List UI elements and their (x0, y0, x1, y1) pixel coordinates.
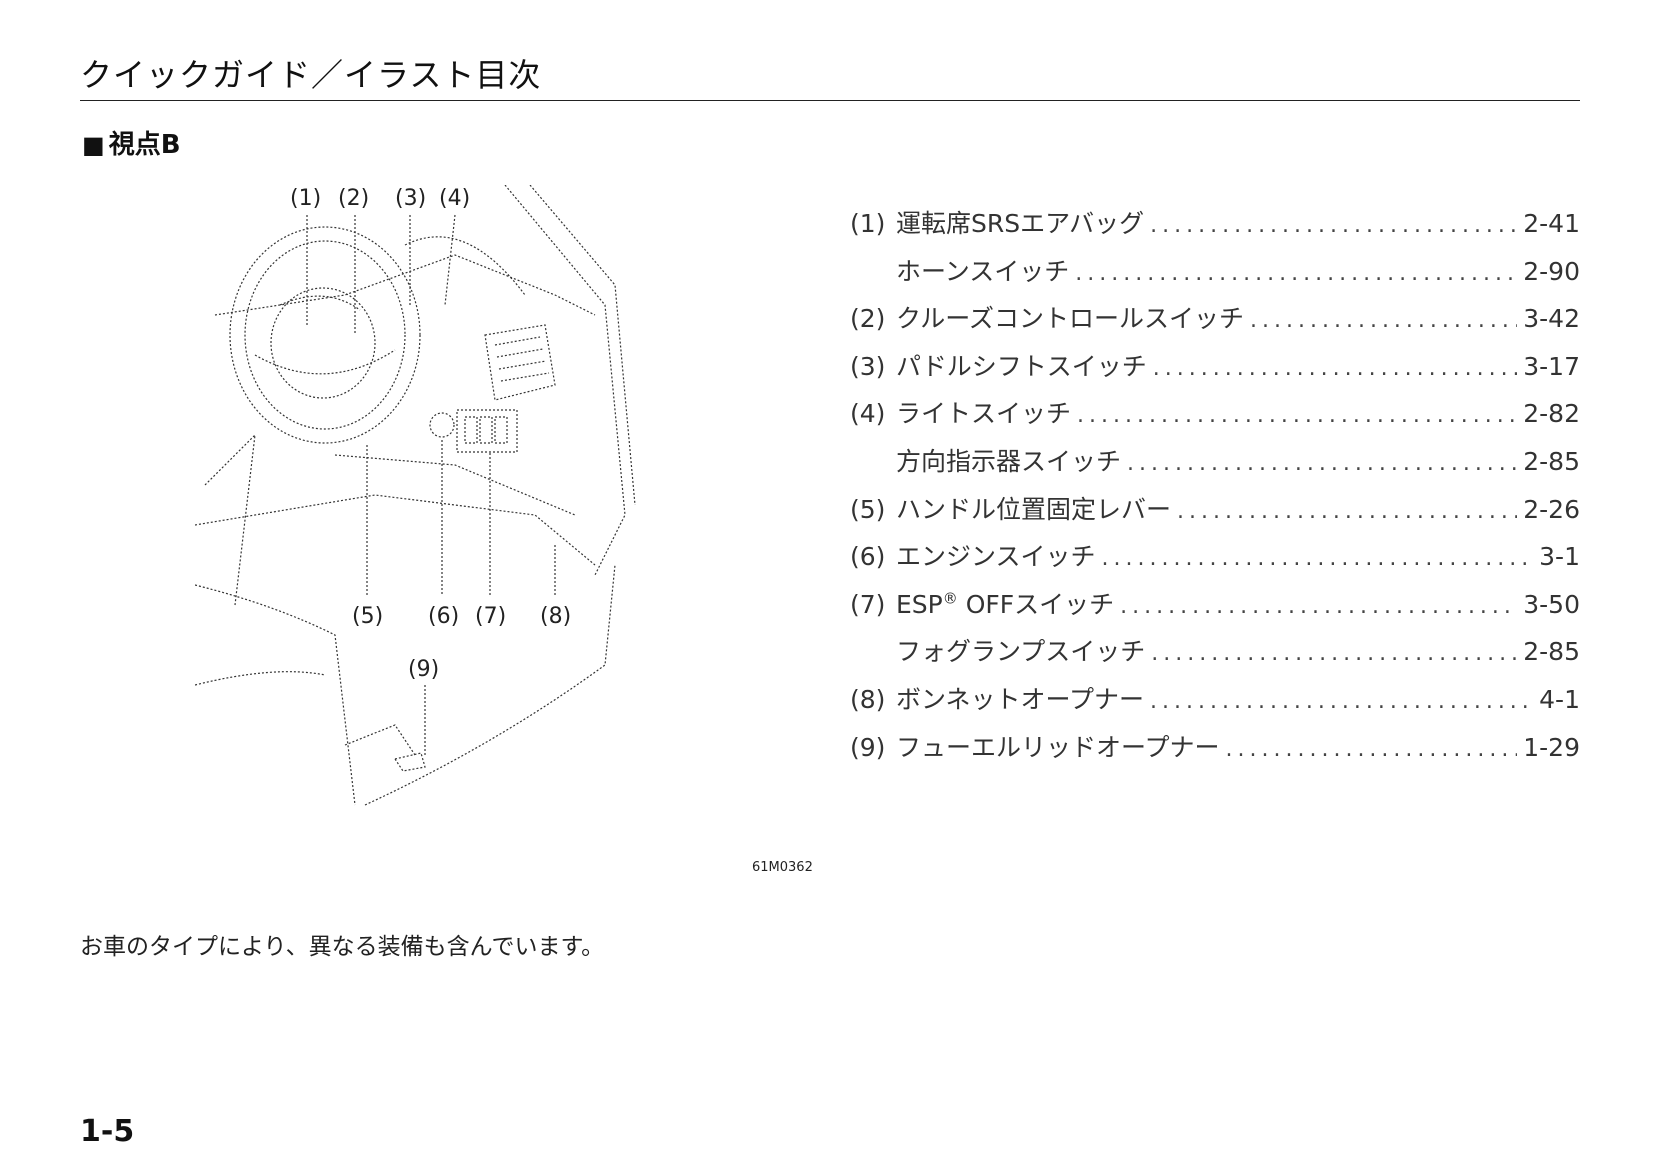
toc-label: ホーンスイッチ (896, 256, 1070, 286)
toc-row[interactable]: (5) ハンドル位置固定レバー ........................… (850, 486, 1580, 534)
toc-label: フォグランプスイッチ (896, 637, 1146, 667)
toc-row[interactable]: フォグランプスイッチ .............................… (850, 628, 1580, 676)
callout-1: (1) (290, 186, 321, 211)
toc-dots: ........................................… (1150, 688, 1534, 714)
footnote: お車のタイプにより、異なる装備も含んでいます。 (80, 934, 605, 960)
toc-label-pre: ESP (896, 589, 943, 619)
toc-row[interactable]: (1) 運転席SRSエアバッグ ........................… (850, 200, 1580, 248)
toc-dots: ........................................… (1150, 213, 1517, 238)
toc-dots: ........................................… (1152, 355, 1517, 381)
toc-num: (9) (850, 732, 886, 762)
toc-page: 3-50 (1523, 589, 1580, 619)
figure-code: 61M0362 (752, 860, 813, 875)
toc-dots: ........................................… (1225, 736, 1518, 762)
toc-row[interactable]: (2) クルーズコントロールスイッチ .....................… (850, 295, 1580, 343)
toc-label: ライトスイッチ (896, 399, 1072, 429)
toc-label: 方向指示器スイッチ (896, 446, 1122, 476)
toc-label: パドルシフトスイッチ (896, 351, 1147, 381)
toc-dots: ........................................… (1120, 593, 1517, 619)
toc-page: 4-1 (1539, 684, 1580, 714)
toc-page: 2-82 (1523, 399, 1580, 429)
callout-2: (2) (338, 186, 369, 211)
toc-label: フューエルリッドオープナー (896, 732, 1220, 762)
callout-8: (8) (540, 604, 571, 629)
toc-dots: ........................................… (1127, 450, 1517, 476)
toc-dots: ........................................… (1075, 260, 1518, 286)
toc-num: (5) (850, 494, 886, 524)
toc-dots: ........................................… (1101, 546, 1534, 572)
toc-row[interactable]: (4) ライトスイッチ ............................… (850, 390, 1580, 438)
toc-page: 3-1 (1539, 542, 1580, 572)
toc-page: 2-90 (1523, 256, 1580, 286)
toc-label: エンジンスイッチ (896, 542, 1096, 572)
section-title: 視点B (108, 130, 181, 160)
toc-row[interactable]: 方向指示器スイッチ ..............................… (850, 438, 1580, 486)
page-number: 1-5 (80, 1114, 135, 1149)
toc-label: ESP® OFFスイッチ (896, 581, 1114, 629)
toc-page: 3-17 (1523, 351, 1580, 381)
toc-num: (2) (850, 304, 886, 334)
toc-num: (6) (850, 542, 886, 572)
toc-page: 2-41 (1523, 209, 1580, 238)
toc-label: 運転席SRSエアバッグ (896, 209, 1145, 238)
header-title: クイックガイド／イラスト目次 (80, 56, 542, 94)
callout-5: (5) (352, 604, 383, 629)
toc-page: 1-29 (1523, 732, 1580, 762)
callout-4: (4) (439, 186, 470, 211)
toc-label-post: OFFスイッチ (957, 589, 1115, 619)
toc-dots: ........................................… (1250, 308, 1517, 334)
toc-label: ハンドル位置固定レバー (896, 494, 1172, 524)
toc-num: (8) (850, 684, 886, 714)
callout-3: (3) (395, 186, 426, 211)
toc-num: (1) (850, 209, 886, 238)
toc-dots: ........................................… (1151, 641, 1517, 667)
callout-6: (6) (428, 604, 459, 629)
toc-row[interactable]: (8) ボンネットオープナー .........................… (850, 676, 1580, 724)
page-header: クイックガイド／イラスト目次 (80, 50, 1580, 101)
callout-9: (9) (408, 657, 439, 682)
toc-dots: ........................................… (1077, 403, 1518, 429)
callout-7: (7) (475, 604, 506, 629)
toc-row[interactable]: (6) エンジンスイッチ ...........................… (850, 533, 1580, 581)
toc-dots: ........................................… (1177, 498, 1517, 524)
toc-label: ボンネットオープナー (896, 684, 1145, 714)
section-marker: ■ (82, 131, 105, 159)
toc-row[interactable]: (3) パドルシフトスイッチ .........................… (850, 343, 1580, 391)
toc-row[interactable]: ホーンスイッチ ................................… (850, 248, 1580, 296)
toc-num: (4) (850, 399, 886, 429)
dashboard-illustration: (1) (2) (3) (4) (5) (6) (7) (8) (9) (195, 185, 636, 806)
toc-label: クルーズコントロールスイッチ (896, 304, 1245, 334)
section-heading: ■視点B (82, 124, 181, 161)
toc-num: (3) (850, 351, 886, 381)
toc-page: 3-42 (1523, 304, 1580, 334)
toc-row[interactable]: (7) ESP® OFFスイッチ .......................… (850, 581, 1580, 629)
toc-page: 2-26 (1523, 494, 1580, 524)
toc-page: 2-85 (1523, 446, 1580, 476)
toc-row[interactable]: (9) フューエルリッドオープナー ......................… (850, 724, 1580, 772)
toc-page: 2-85 (1523, 637, 1580, 667)
toc-list: (1) 運転席SRSエアバッグ ........................… (850, 200, 1580, 771)
toc-num: (7) (850, 589, 886, 619)
registered-mark: ® (942, 589, 958, 608)
